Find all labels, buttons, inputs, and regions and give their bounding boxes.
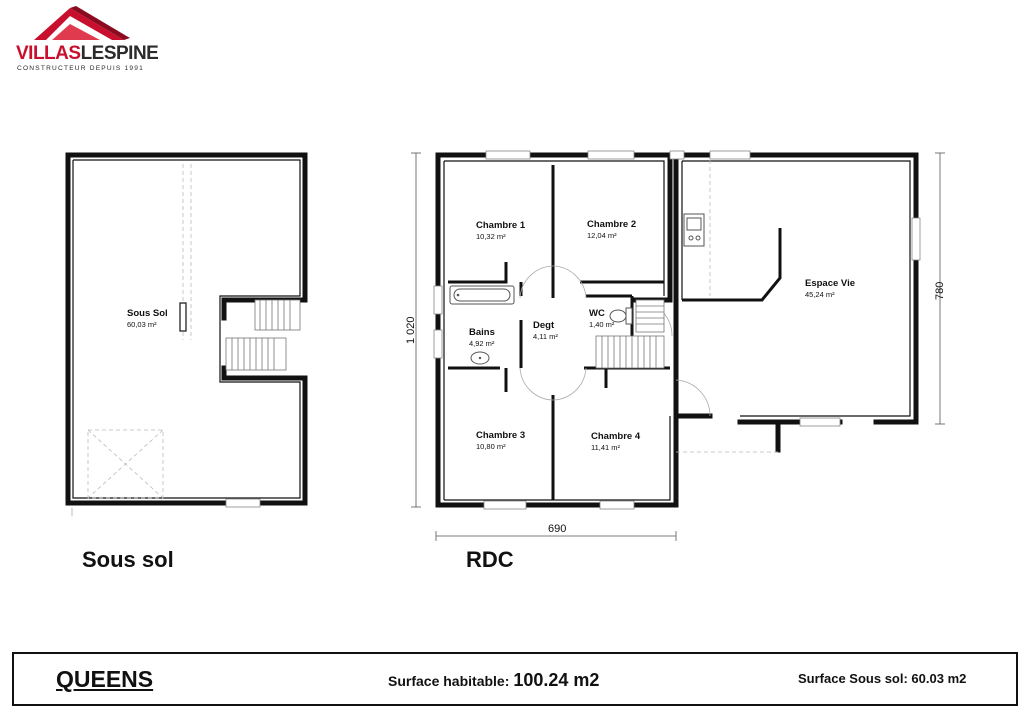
brand-tagline: CONSTRUCTEUR DEPUIS 1991 <box>17 65 144 72</box>
model-name: QUEENS <box>56 666 154 692</box>
room-name-chambre-2: Chambre 2 <box>587 219 636 230</box>
bathtub-icon <box>449 285 515 305</box>
surface-habitable-label: Surface habitable: <box>388 673 510 689</box>
sink-icon <box>470 351 490 365</box>
room-name-wc: WC <box>589 308 605 319</box>
sous-sol-stairs <box>225 299 301 371</box>
footer-info-box: QUEENS Surface habitable:100.24 m2 Surfa… <box>12 652 1018 706</box>
room-area-wc: 1,40 m² <box>589 320 615 329</box>
room-name-chambre-4: Chambre 4 <box>591 431 641 442</box>
surface-habitable-value: 100.24 m2 <box>513 670 600 690</box>
brand-part-2: LESPINE <box>80 43 159 64</box>
dimension-height: 1 020 <box>405 152 421 508</box>
toilet-icon <box>609 307 633 325</box>
room-area-espace-vie: 45,24 m² <box>805 290 835 299</box>
room-name-chambre-3: Chambre 3 <box>476 430 525 441</box>
brand-logo <box>12 4 142 76</box>
room-area-sous-sol: 60,03 m² <box>127 320 157 329</box>
room-name-bains: Bains <box>469 327 495 338</box>
room-area-chambre-4: 11,41 m² <box>591 443 621 452</box>
room-name-sous-sol: Sous Sol <box>127 308 168 319</box>
surface-sous-sol: Surface Sous sol: 60.03 m2 <box>798 671 967 686</box>
room-area-chambre-3: 10,80 m² <box>476 442 506 451</box>
rdc-title: RDC <box>466 547 514 572</box>
dimension-height-label: 1 020 <box>405 316 417 344</box>
dimension-living-height: 780 <box>934 152 946 425</box>
brand-part-1: VILLAS <box>16 43 81 64</box>
room-name-chambre-1: Chambre 1 <box>476 220 526 231</box>
room-area-chambre-1: 10,32 m² <box>476 232 506 241</box>
sous-sol-title: Sous sol <box>82 547 174 572</box>
dimension-living-height-label: 780 <box>934 282 946 300</box>
rdc-plan: Chambre 1 10,32 m² Chambre 2 12,04 m² Ch… <box>405 150 946 541</box>
room-name-espace-vie: Espace Vie <box>805 278 855 289</box>
room-area-bains: 4,92 m² <box>469 339 495 348</box>
room-name-degt: Degt <box>533 320 555 331</box>
rdc-stairs <box>595 299 665 369</box>
room-area-degt: 4,11 m² <box>533 332 558 341</box>
kitchen-counter-icon <box>683 213 705 247</box>
dimension-width: 690 <box>435 523 677 541</box>
dimension-width-label: 690 <box>548 523 566 535</box>
brand-wordmark: VILLASLESPINE <box>16 43 159 64</box>
roof-logo-icon <box>34 6 130 40</box>
surface-habitable: Surface habitable:100.24 m2 <box>388 670 599 691</box>
room-area-chambre-2: 12,04 m² <box>587 231 617 240</box>
sous-sol-plan: Sous Sol 60,03 m² <box>65 152 308 516</box>
